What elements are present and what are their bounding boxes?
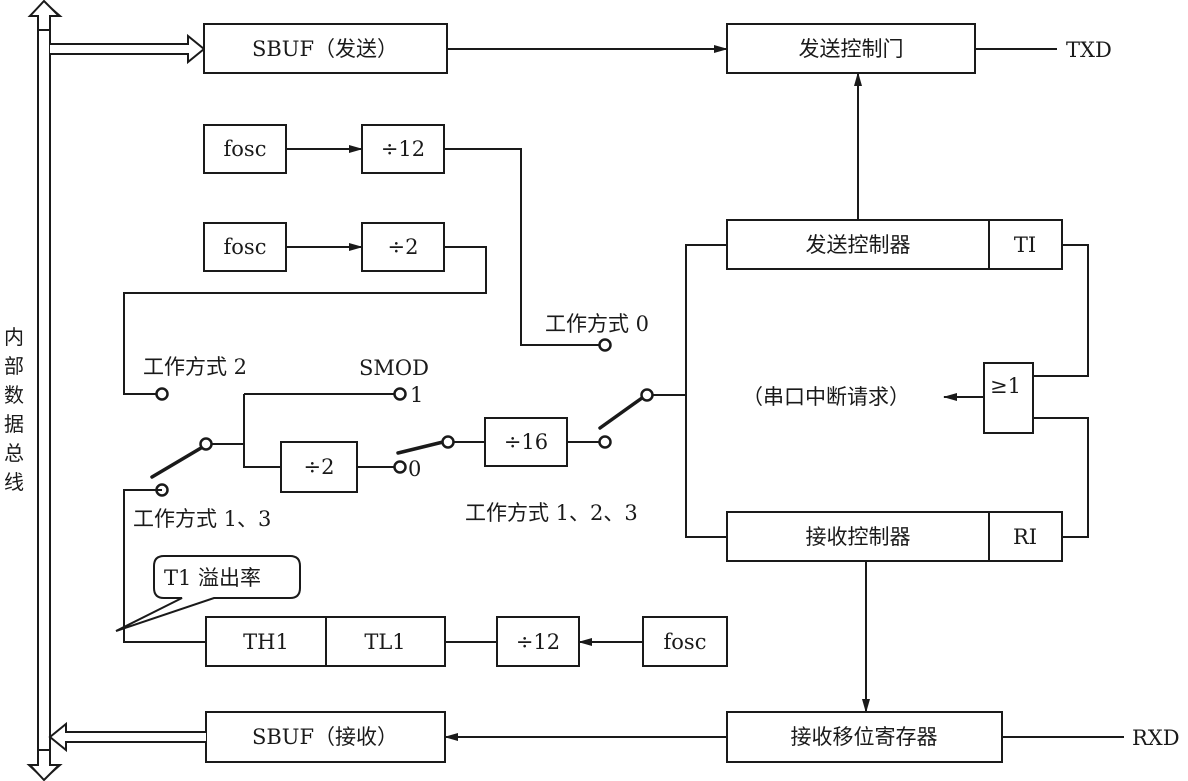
smod-0-label: 0 (408, 457, 421, 481)
rxd-label: RXD (1132, 726, 1180, 750)
div2-label-1: ÷2 (388, 235, 419, 259)
mode13-switch-arm (150, 446, 203, 479)
bus-label-char: 据 (4, 412, 24, 436)
smod-switch-pivot (441, 435, 455, 449)
or-gate-block (983, 362, 1034, 434)
bus-label-char: 线 (4, 470, 24, 494)
mode0-terminal (598, 338, 612, 352)
th1-block (205, 616, 327, 667)
div12-block-2 (496, 616, 580, 667)
ti-to-or-wire (1033, 244, 1089, 377)
bus-bottom-arrowhead (27, 749, 62, 781)
smod-label: SMOD (359, 356, 429, 380)
ri-to-or-wire (1033, 417, 1089, 538)
txd-label: TXD (1066, 38, 1112, 62)
bus-to-sbuf-tx-arrow (50, 33, 206, 65)
fosc-label-2: fosc (224, 235, 267, 259)
fosc-label-3: fosc (664, 630, 707, 654)
div16-label: ÷16 (504, 430, 548, 454)
or-gate-label: ≥1 (990, 374, 1021, 398)
send-controller-label: 发送控制器 (806, 233, 911, 257)
mode-switch-pivot (640, 388, 654, 402)
t1-overflow-callout (115, 555, 301, 632)
receive-controller-label: 接收控制器 (806, 525, 911, 549)
mode2-wire (123, 246, 487, 395)
bus-label-char: 总 (4, 441, 24, 465)
receive-shift-register-label: 接收移位寄存器 (791, 725, 938, 749)
sbuf-rx-to-bus-arrow (48, 721, 206, 753)
div12-label-1: ÷12 (381, 137, 425, 161)
div2-block-2 (280, 441, 358, 493)
bus-label-char: 数 (4, 383, 24, 407)
mode0-label: 工作方式 0 (545, 312, 649, 336)
mode0-wire (444, 148, 600, 346)
sbuf-receive-label: SBUF（接收） (252, 725, 398, 749)
mode13-switch-pivot (199, 437, 213, 451)
smod-switch-arm (396, 440, 445, 455)
div12-label-2: ÷12 (516, 630, 560, 654)
fosc-block-3 (642, 616, 728, 667)
mode-switch-arm (598, 396, 644, 430)
ri-flag-label: RI (1013, 525, 1037, 549)
send-control-gate-label: 发送控制门 (799, 37, 904, 61)
fosc-block-1 (203, 124, 287, 174)
ri-flag-block (988, 511, 1063, 562)
div16-block (484, 417, 568, 467)
mode123-terminal (598, 435, 612, 449)
smod-1-terminal (393, 387, 407, 401)
ti-flag-block (988, 219, 1063, 270)
bus-label-char: 部 (4, 354, 24, 378)
interrupt-label: （串口中断请求） (742, 385, 910, 409)
fosc-label-1: fosc (224, 137, 267, 161)
bus-label-char: 内 (4, 325, 24, 349)
tl1-label: TL1 (364, 630, 405, 654)
div2-label-2: ÷2 (304, 455, 335, 479)
internal-data-bus (26, 0, 63, 781)
th1-label: TH1 (243, 630, 289, 654)
t1-overflow-wire (123, 489, 206, 643)
sbuf-send-block (203, 23, 448, 74)
mode123-label: 工作方式 1、2、3 (465, 501, 638, 525)
mode13-label: 工作方式 1、3 (133, 507, 271, 531)
send-control-gate-block (726, 23, 976, 74)
div12-block-1 (361, 124, 445, 174)
smod-div2-branch (243, 394, 281, 468)
t1-overflow-label: T1 溢出率 (164, 566, 261, 590)
mode2-label: 工作方式 2 (143, 355, 247, 379)
bus-top-arrowhead (27, 0, 62, 31)
ti-flag-label: TI (1014, 233, 1036, 257)
sbuf-send-label: SBUF（发送） (252, 37, 398, 61)
clock-distribution-wire (685, 244, 727, 538)
bus-label: 内 部 数 据 总 线 (4, 325, 24, 494)
mode2-terminal (155, 387, 169, 401)
sbuf-receive-block (205, 711, 446, 763)
smod-1-label: 1 (410, 383, 423, 407)
smod-0-terminal (393, 460, 407, 474)
receive-controller-block (726, 511, 990, 562)
